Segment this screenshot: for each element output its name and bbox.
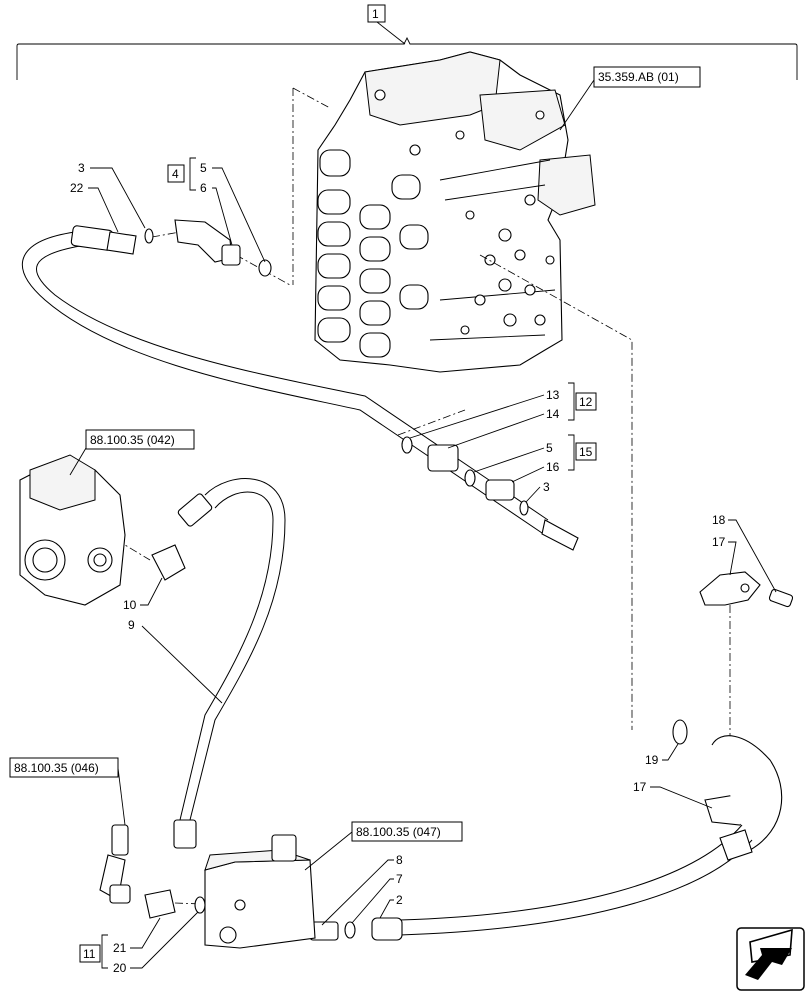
assembly-bracket: 1 [16,4,798,80]
kit-4: 4 [172,167,179,181]
callout-3b: 3 [543,480,550,494]
middle-fittings [401,436,529,516]
valve-spools [317,149,429,358]
callout-9: 9 [128,618,135,632]
callout-18: 18 [712,513,726,527]
assembly-number: 1 [372,7,379,21]
kit-11: 11 [83,947,96,961]
kit-11-box [79,944,101,963]
pump: 88.100.35 (042) [19,429,195,606]
callout-20: 20 [113,961,127,975]
kit-12: 12 [579,395,593,409]
control-valve: 35.359.AB (01) [314,51,701,373]
callout-14: 14 [546,407,560,421]
callout-5b: 5 [546,441,553,455]
lower-right-hose [309,735,783,941]
callout-16: 16 [546,460,560,474]
valve-reference-box[interactable] [593,66,701,88]
callout-5a: 5 [200,161,207,175]
callout-22: 22 [70,181,84,195]
kit-15: 15 [579,445,593,459]
valve-reference-link[interactable]: 35.359.AB (01) [598,70,679,84]
callout-17a: 17 [712,535,726,549]
kit-15-box [575,442,597,461]
arrow-navigation-icon[interactable] [736,927,805,991]
assembly-number-box [367,4,386,23]
block-reference-link[interactable]: 88.100.35 (047) [356,825,441,839]
upper-hose [22,219,579,551]
callout-2: 2 [396,893,403,907]
valve-ports [374,89,555,335]
callout-19: 19 [645,753,659,767]
left-fittings: 88.100.35 (046) [9,757,206,919]
callout-17b: 17 [633,780,647,794]
kit-4-box [167,164,185,183]
callout-7: 7 [396,872,403,886]
callout-6: 6 [200,181,207,195]
left-reference-link[interactable]: 88.100.35 (046) [14,761,99,775]
callout-21: 21 [113,941,127,955]
vertical-hose [151,478,286,849]
valve-block: 88.100.35 (047) [204,821,463,949]
callout-8: 8 [396,853,403,867]
block-reference-box[interactable] [351,821,463,842]
pump-reference-link[interactable]: 88.100.35 (042) [90,433,175,447]
callout-3a: 3 [78,161,85,175]
callouts: 3 22 4 5 6 13 14 12 5 16 15 3 10 9 [70,157,777,975]
callout-10: 10 [123,598,137,612]
kit-12-box [575,392,597,411]
left-reference-box[interactable] [9,757,119,778]
callout-13: 13 [546,388,560,402]
pump-reference-box[interactable] [85,429,195,450]
